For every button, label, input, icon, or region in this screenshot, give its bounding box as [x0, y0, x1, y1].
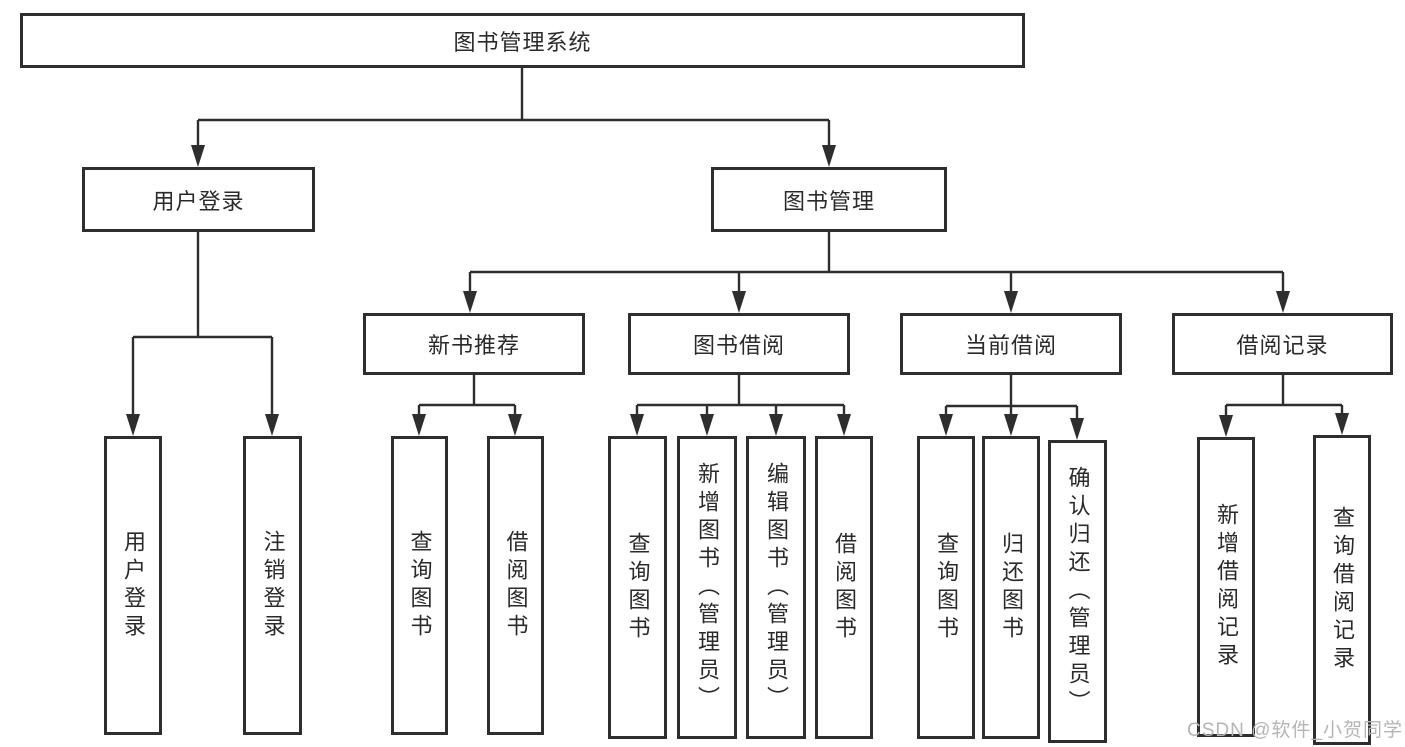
leaf-confirm-return-admin-label: 确认归还（管理员） [1065, 465, 1091, 718]
leaf-current-query-books: 查询图书 [917, 436, 975, 739]
node-library-management-system-label: 图书管理系统 [453, 29, 592, 55]
leaf-query-borrow-record: 查询借阅记录 [1313, 435, 1371, 745]
leaf-user-login: 用户登录 [104, 436, 162, 735]
node-user-login-branch-label: 用户登录 [152, 188, 245, 214]
node-book-borrowing: 图书借阅 [628, 313, 850, 375]
node-borrow-records-label: 借阅记录 [1236, 333, 1329, 358]
leaf-logout-label: 注销登录 [260, 529, 286, 642]
leaf-newbook-query-books: 查询图书 [391, 436, 448, 735]
leaf-edit-books-admin-label: 编辑图书（管理员） [764, 461, 789, 714]
leaf-newbook-borrow-books-label: 借阅图书 [503, 529, 529, 642]
leaf-confirm-return-admin: 确认归还（管理员） [1048, 440, 1107, 743]
node-user-login-branch: 用户登录 [82, 167, 315, 232]
leaf-borrowing-query-books-label: 查询图书 [625, 531, 651, 644]
leaf-borrowing-borrow-books: 借阅图书 [815, 436, 873, 739]
leaf-user-login-label: 用户登录 [121, 529, 146, 642]
leaf-add-borrow-record-label: 新增借阅记录 [1214, 503, 1239, 671]
leaf-return-books-label: 归还图书 [999, 531, 1024, 644]
node-library-management-system: 图书管理系统 [20, 13, 1025, 68]
leaf-add-borrow-record: 新增借阅记录 [1197, 437, 1255, 737]
leaf-query-borrow-record-label: 查询借阅记录 [1330, 506, 1355, 674]
node-book-management-branch-label: 图书管理 [782, 188, 875, 214]
leaf-return-books: 归还图书 [982, 436, 1040, 739]
leaf-add-books-admin: 新增图书（管理员） [677, 436, 737, 739]
node-current-borrowing: 当前借阅 [900, 313, 1122, 375]
leaf-logout: 注销登录 [243, 436, 302, 735]
node-current-borrowing-label: 当前借阅 [964, 333, 1057, 358]
node-book-borrowing-label: 图书借阅 [692, 333, 785, 358]
leaf-newbook-query-books-label: 查询图书 [407, 529, 433, 642]
node-new-book-recommend-label: 新书推荐 [427, 333, 520, 358]
leaf-edit-books-admin: 编辑图书（管理员） [746, 436, 806, 739]
leaf-borrowing-borrow-books-label: 借阅图书 [832, 531, 857, 644]
node-borrow-records: 借阅记录 [1172, 313, 1393, 375]
leaf-current-query-books-label: 查询图书 [934, 531, 959, 644]
node-book-management-branch: 图书管理 [711, 167, 947, 232]
leaf-newbook-borrow-books: 借阅图书 [487, 436, 544, 735]
node-new-book-recommend: 新书推荐 [363, 313, 585, 375]
leaf-add-books-admin-label: 新增图书（管理员） [695, 461, 720, 714]
leaf-borrowing-query-books: 查询图书 [608, 436, 667, 739]
csdn-watermark: CSDN @软件_小贺同学 [1187, 720, 1403, 741]
